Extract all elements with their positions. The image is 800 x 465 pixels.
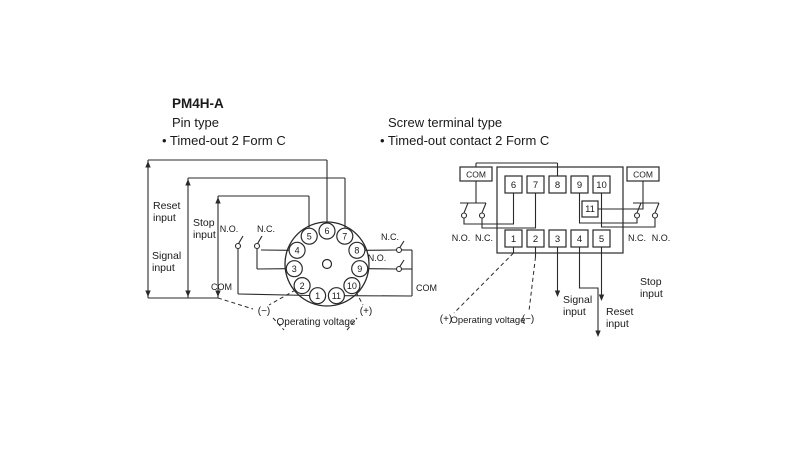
signal-arrow-down — [554, 290, 561, 297]
pin-type-voltage: (−) Operating voltage (+) — [217, 289, 373, 331]
signal-input-label: Signal — [152, 250, 181, 262]
no-label-right: N.O. — [368, 253, 387, 263]
stop-arrow-down — [598, 294, 605, 301]
operating-voltage-label: Operating voltage — [451, 315, 526, 326]
minus-label: (−) — [522, 314, 535, 325]
no-contact-point — [460, 212, 468, 219]
pin-type-heading: Pin type — [172, 115, 219, 130]
signal-input-label-2: input — [563, 306, 586, 318]
nc-label-left: N.C. — [475, 233, 493, 243]
pin-10: 10 — [347, 281, 357, 291]
plus-label: (+) — [360, 306, 373, 317]
terminal-9: 9 — [577, 180, 582, 191]
terminal-10: 10 — [596, 180, 607, 191]
pin-4: 4 — [295, 246, 300, 256]
pin-type-input-wiring — [145, 159, 346, 299]
plus-label: (+) — [440, 314, 453, 325]
nc-label-left: N.C. — [257, 224, 275, 234]
pin-11: 11 — [332, 291, 341, 301]
stop-input-label-2: input — [193, 229, 216, 241]
terminal-squares: 6 7 8 9 10 11 1 2 3 4 5 — [504, 175, 611, 248]
reset-arrow-up — [145, 161, 151, 168]
stop-arrow-down — [185, 290, 191, 297]
nc-contact-point — [253, 242, 261, 250]
screw-type-heading: Screw terminal type — [388, 115, 502, 130]
com-label-left: COM — [466, 170, 486, 180]
no-label-left: N.O. — [452, 233, 471, 243]
operating-voltage-label: Operating voltage — [277, 317, 356, 328]
no-label-right: N.O. — [652, 233, 671, 243]
signal-arrow-up — [215, 197, 221, 204]
terminal-6: 6 — [511, 180, 516, 191]
pin-9: 9 — [357, 264, 362, 274]
signal-arrow-down — [215, 290, 221, 297]
pin-type-diagram: PM4H-A Pin type • Timed-out 2 Form C Res… — [145, 96, 437, 331]
no-contact-point — [395, 265, 403, 273]
reset-input-label: Reset — [153, 200, 181, 212]
screw-left-contact: N.O. N.C. — [452, 162, 559, 243]
pin-2: 2 — [300, 281, 305, 291]
signal-input-label-2: input — [152, 262, 175, 274]
socket-outer-circle — [284, 221, 370, 307]
screw-bottom-wiring — [453, 247, 605, 337]
reset-arrow-down — [595, 330, 601, 337]
minus-label: (−) — [258, 306, 271, 317]
pin-type-bullet: • Timed-out 2 Form C — [162, 133, 286, 148]
pin-8: 8 — [354, 246, 359, 256]
pin-type-right-contact: N.C. N.O. COM — [344, 232, 437, 297]
terminal-11: 11 — [585, 204, 595, 215]
terminal-3: 3 — [555, 234, 560, 245]
pin-7: 7 — [342, 231, 347, 241]
terminal-8: 8 — [555, 180, 560, 191]
reset-input-label-2: input — [153, 212, 176, 224]
terminal-5: 5 — [599, 234, 604, 245]
com-label-right: COM — [416, 283, 437, 293]
reset-arrow-down — [145, 290, 151, 297]
reset-input-label: Reset — [606, 306, 634, 318]
no-contact-point — [234, 242, 242, 250]
socket-key-circle — [321, 258, 333, 270]
screw-type-diagram: Screw terminal type • Timed-out contact … — [380, 115, 670, 337]
signal-input-label: Signal — [563, 294, 592, 306]
reset-input-label-2: input — [606, 318, 629, 330]
screw-bottom-labels: (+) Operating voltage (−) Signal input R… — [440, 276, 663, 330]
no-label-left: N.O. — [220, 224, 239, 234]
socket-outline — [284, 221, 370, 307]
nc-contact-point — [478, 212, 486, 219]
nc-contact-point — [633, 212, 641, 219]
terminal-2: 2 — [533, 234, 538, 245]
nc-contact-point — [395, 246, 403, 254]
pin-type-input-labels: Reset input Stop input Signal input — [152, 200, 216, 274]
socket-pins: 1 2 3 4 5 6 7 8 9 10 11 — [285, 222, 369, 305]
stop-input-label-2: input — [640, 288, 663, 300]
screw-right-contact: N.C. N.O. — [578, 181, 671, 243]
model-title: PM4H-A — [172, 96, 224, 111]
com-label-left: COM — [211, 282, 232, 292]
terminal-1: 1 — [511, 234, 516, 245]
no-contact-point — [651, 212, 659, 219]
stop-input-label: Stop — [640, 276, 662, 288]
pin-6: 6 — [324, 226, 329, 236]
screw-type-bullet: • Timed-out contact 2 Form C — [380, 133, 549, 148]
nc-label-right: N.C. — [628, 233, 646, 243]
nc-label-right: N.C. — [381, 232, 399, 242]
stop-input-label: Stop — [193, 217, 215, 229]
terminal-block-outline — [496, 166, 624, 254]
pin-type-left-contact: N.O. N.C. COM — [211, 224, 310, 297]
stop-arrow-up — [185, 179, 191, 186]
pin-1: 1 — [315, 291, 320, 301]
pin-3: 3 — [292, 264, 297, 274]
com-label-right: COM — [633, 170, 653, 180]
pin-5: 5 — [307, 231, 312, 241]
terminal-7: 7 — [533, 180, 538, 191]
terminal-4: 4 — [577, 234, 582, 245]
